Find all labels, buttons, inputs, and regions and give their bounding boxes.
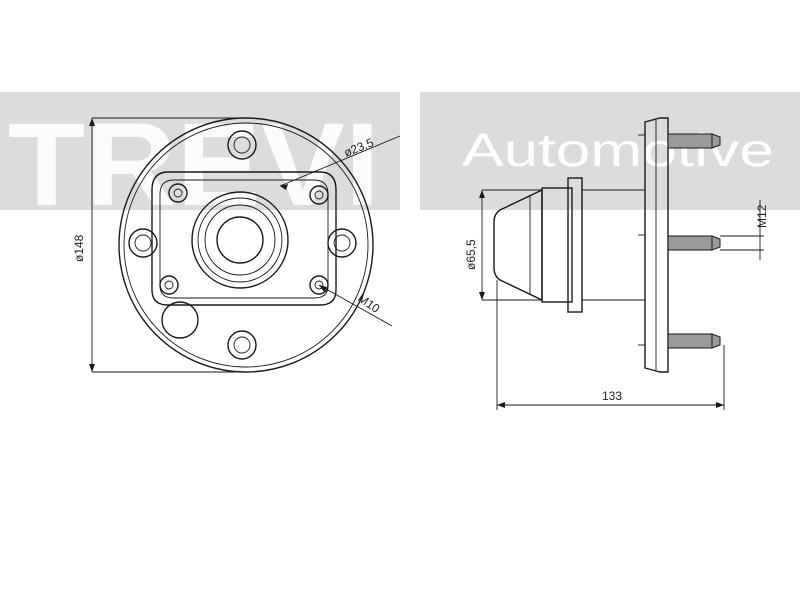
side-view: ø65,5 M12 133 — [464, 117, 769, 410]
dim-thread-label: M10 — [355, 291, 382, 316]
dim-pilot-diameter: ø65,5 — [464, 189, 542, 301]
abs-sensor-boss — [161, 301, 199, 339]
hub-ring — [197, 197, 283, 283]
mounting-plate — [151, 171, 337, 306]
pilot-cap — [493, 188, 543, 302]
watermark-bar-left — [0, 92, 400, 210]
wheel-bolt-hole-bottom — [227, 330, 257, 360]
hub-collar — [567, 177, 583, 313]
mounting-plate-inner — [159, 179, 329, 299]
m10-hole-bottom-right — [309, 275, 329, 295]
dim-stud-thread-label: M12 — [755, 204, 769, 228]
watermark: TREVI Automotive — [0, 92, 800, 231]
m10-hole-top-right — [309, 185, 329, 205]
hub-ring-inner — [204, 204, 276, 276]
side-flange — [644, 117, 669, 373]
dim-outer-diameter: ø148 — [72, 117, 246, 373]
wheel-stud-middle — [667, 235, 721, 251]
wheel-stud-top — [667, 133, 721, 149]
m10-hole-top-left — [168, 183, 188, 203]
dim-stud-thread: M12 — [720, 200, 769, 260]
dim-thread: M10 — [318, 284, 393, 327]
watermark-brand: TREVI — [8, 99, 380, 231]
hub-bore — [216, 216, 264, 264]
m10-hole-bottom-left — [159, 275, 179, 295]
dim-overall-length-label: 133 — [602, 389, 622, 403]
wheel-bolt-hole-left — [128, 228, 158, 258]
hub-body — [541, 187, 573, 303]
hub-outer — [191, 191, 289, 289]
watermark-tagline: Automotive — [462, 124, 774, 176]
dim-overall-length: 133 — [496, 280, 725, 410]
dim-pilot-diameter-label: ø65,5 — [464, 239, 478, 270]
dim-outer-diameter-label: ø148 — [72, 234, 86, 262]
wheel-bolt-hole-right — [327, 228, 357, 258]
flange-inner-ring — [123, 122, 369, 368]
wheel-stud-bottom — [667, 333, 721, 349]
wheel-bolt-hole-top — [227, 130, 257, 160]
